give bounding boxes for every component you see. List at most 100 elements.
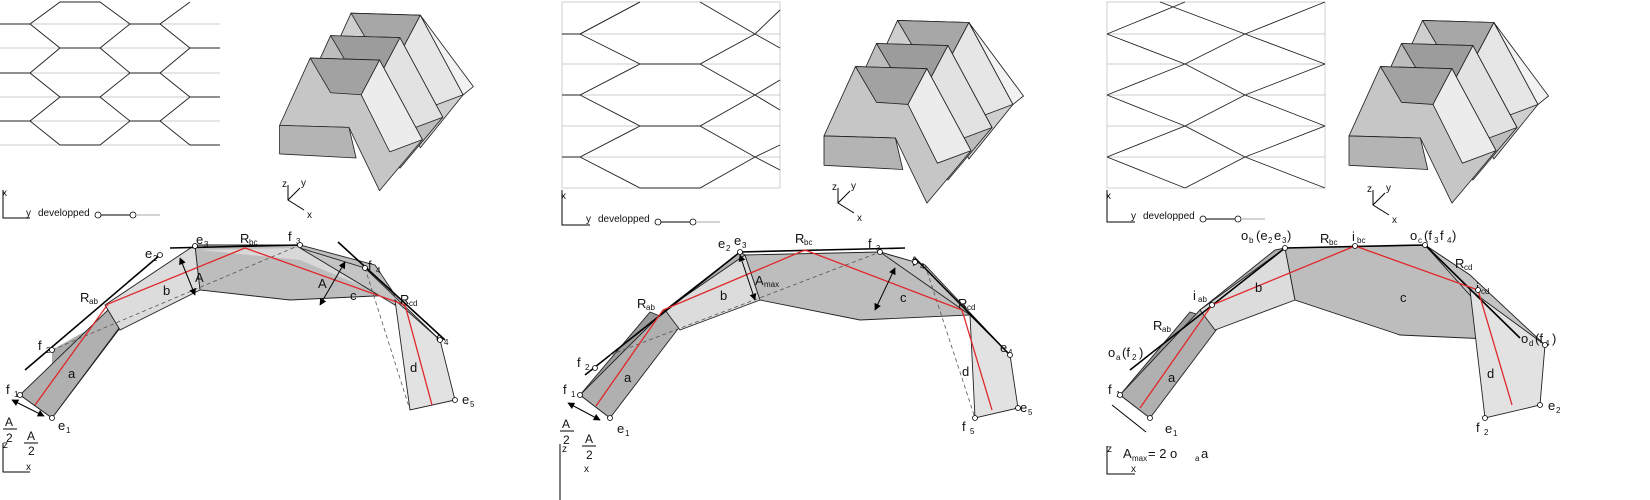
- svg-text:z: z: [562, 444, 567, 455]
- svg-text:max: max: [764, 280, 779, 289]
- svg-text:x: x: [307, 210, 312, 221]
- svg-text:o: o: [1410, 228, 1417, 243]
- section-2: [567, 247, 1019, 421]
- svg-text:x: x: [584, 464, 589, 475]
- svg-text:a: a: [624, 370, 632, 385]
- svg-text:3: 3: [1434, 236, 1439, 245]
- folded-model-3: [1348, 19, 1549, 204]
- svg-text:x: x: [1106, 191, 1111, 202]
- svg-text:y: y: [586, 214, 591, 225]
- svg-text:f: f: [1440, 228, 1444, 243]
- axis-3d-1: z y x: [282, 178, 312, 221]
- svg-text:max: max: [1132, 454, 1147, 463]
- svg-text:1: 1: [1173, 429, 1178, 438]
- svg-text:): ): [1552, 331, 1556, 346]
- section-1: [11, 241, 456, 419]
- svg-text:1: 1: [14, 390, 19, 399]
- svg-text:3: 3: [296, 237, 301, 246]
- svg-text:f: f: [868, 236, 872, 251]
- svg-text:ab: ab: [89, 297, 98, 306]
- svg-text:x: x: [1131, 464, 1136, 475]
- svg-text:developped: developped: [1143, 211, 1195, 222]
- svg-text:e: e: [617, 421, 624, 436]
- svg-text:4: 4: [1447, 236, 1452, 245]
- panel-2: x y developped z y x: [559, 1, 1033, 500]
- svg-text:1: 1: [625, 429, 630, 438]
- svg-text:A: A: [195, 270, 204, 285]
- svg-text:developped: developped: [598, 214, 650, 225]
- svg-text:3: 3: [1282, 236, 1287, 245]
- svg-text:A: A: [5, 415, 13, 429]
- axis-2d-2: x y developped: [561, 190, 720, 226]
- svg-text:R: R: [240, 231, 249, 246]
- svg-text:R: R: [1153, 318, 1162, 333]
- axis-2d-3: x y developped: [1106, 190, 1265, 223]
- svg-text:y: y: [851, 181, 856, 192]
- svg-text:2: 2: [1132, 353, 1137, 362]
- svg-text:ab: ab: [646, 303, 655, 312]
- svg-text:x: x: [2, 188, 7, 199]
- svg-text:3: 3: [204, 240, 209, 249]
- section-3-labels: Rab Rbc Rcd iab ibc icd oa (f2) ob (e2 e…: [1106, 228, 1561, 475]
- svg-text:b: b: [1255, 280, 1262, 295]
- svg-text:f: f: [563, 382, 567, 397]
- svg-text:c: c: [1400, 290, 1407, 305]
- section-3: [1111, 244, 1547, 433]
- svg-text:R: R: [1455, 256, 1464, 271]
- svg-text:i: i: [1193, 288, 1196, 303]
- svg-text:2: 2: [1268, 236, 1273, 245]
- svg-text:5: 5: [470, 400, 475, 409]
- svg-text:A: A: [318, 276, 327, 291]
- axis-3d-2: z y x: [832, 181, 862, 224]
- svg-text:2: 2: [28, 444, 35, 458]
- svg-text:4: 4: [376, 266, 381, 275]
- svg-text:3: 3: [876, 244, 881, 253]
- svg-text:A: A: [562, 417, 570, 431]
- svg-text:2: 2: [586, 448, 593, 462]
- svg-text:R: R: [958, 296, 967, 311]
- svg-text:d: d: [410, 360, 417, 375]
- svg-text:d: d: [962, 364, 969, 379]
- svg-text:f: f: [577, 355, 581, 370]
- svg-text:cd: cd: [1464, 263, 1472, 272]
- svg-text:i: i: [1352, 229, 1355, 244]
- svg-text:1: 1: [66, 426, 71, 435]
- svg-text:3: 3: [742, 241, 747, 250]
- svg-text:o: o: [1108, 345, 1115, 360]
- svg-text:2: 2: [153, 254, 158, 263]
- svg-text:R: R: [637, 296, 646, 311]
- svg-text:b: b: [1249, 236, 1254, 245]
- svg-text:= 2 o: = 2 o: [1148, 446, 1177, 461]
- svg-text:e: e: [145, 246, 152, 261]
- panel-1: x y developped z y x: [0, 1, 475, 473]
- svg-text:R: R: [400, 292, 409, 307]
- svg-text:y: y: [1386, 183, 1391, 194]
- svg-text:1: 1: [571, 390, 576, 399]
- svg-text:2: 2: [1484, 428, 1489, 437]
- svg-text:(f: (f: [1122, 345, 1130, 360]
- svg-text:f: f: [962, 419, 966, 434]
- svg-text:(f: (f: [1535, 331, 1543, 346]
- svg-text:z: z: [1367, 184, 1372, 195]
- svg-text:f: f: [368, 258, 372, 273]
- svg-text:f: f: [38, 338, 42, 353]
- svg-text:A: A: [27, 429, 35, 443]
- svg-text:a: a: [68, 366, 76, 381]
- svg-text:R: R: [795, 231, 804, 246]
- svg-text:): ): [1287, 228, 1291, 243]
- svg-text:2: 2: [585, 363, 590, 372]
- svg-text:bc: bc: [1357, 236, 1365, 245]
- svg-text:b: b: [720, 288, 727, 303]
- svg-text:2: 2: [1556, 406, 1561, 415]
- svg-text:5: 5: [970, 427, 975, 436]
- svg-text:A: A: [585, 432, 593, 446]
- svg-text:e: e: [718, 236, 725, 251]
- svg-text:c: c: [1418, 236, 1422, 245]
- svg-text:): ): [1452, 228, 1456, 243]
- svg-text:d: d: [1529, 339, 1533, 348]
- svg-text:d: d: [1487, 366, 1494, 381]
- axis-3d-3: z y x: [1367, 183, 1397, 226]
- svg-text:e: e: [58, 418, 65, 433]
- svg-text:): ): [1139, 345, 1143, 360]
